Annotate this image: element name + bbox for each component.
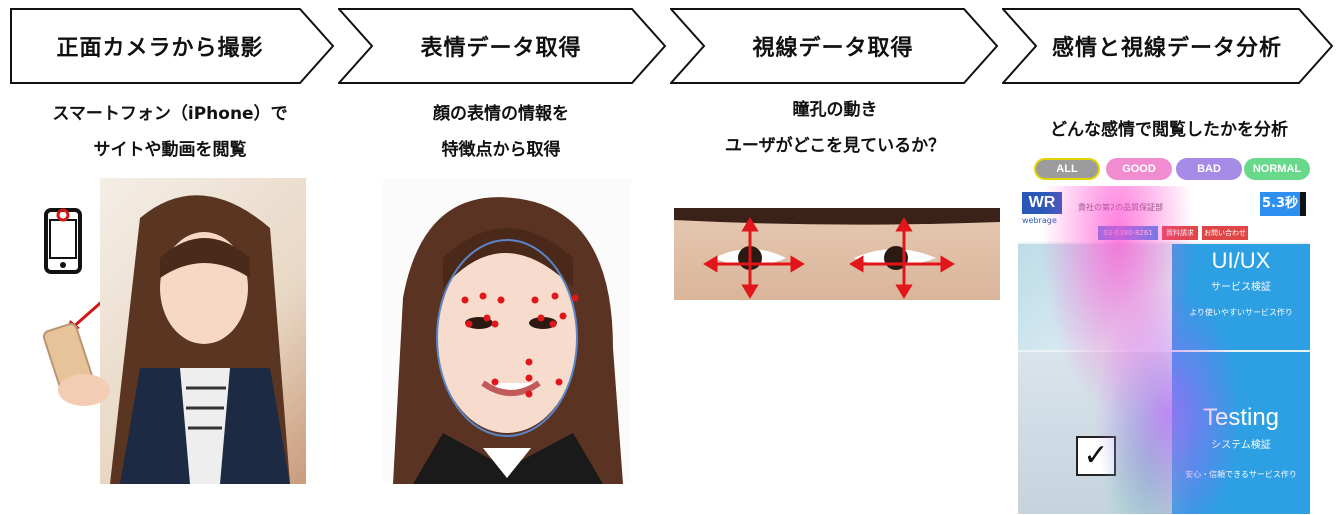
panel-uiux: UI/UX サービス検証 より使いやすいサービス作り — [1172, 244, 1310, 350]
filter-label: GOOD — [1122, 163, 1156, 175]
contact-button[interactable]: お問い合わせ — [1202, 226, 1248, 240]
document-request-button[interactable]: 資料請求 — [1162, 226, 1198, 240]
panel-subtitle: システム検証 — [1211, 440, 1271, 451]
panel-description: より使いやすいサービス作り — [1189, 308, 1293, 317]
panel-uiux-image — [1018, 244, 1172, 350]
chevron-shape — [10, 8, 335, 84]
filter-good-chip[interactable]: GOOD — [1106, 158, 1172, 180]
step-4-description: どんな感情で閲覧したかを分析 — [1004, 112, 1334, 148]
eyes-gaze-photo — [674, 208, 1000, 300]
desc-line: ユーザがどこを見ているか？ — [724, 136, 946, 156]
filter-bad-chip[interactable]: BAD — [1176, 158, 1242, 180]
checkbox-icon: ✓ — [1076, 436, 1116, 476]
desc-line: スマートフォン（iPhone）で — [52, 104, 288, 124]
step-3-description: 瞳孔の動き ユーザがどこを見ているか？ — [670, 92, 1000, 164]
site-tagline: 貴社の第2の品質保証部 — [1078, 203, 1164, 212]
face-landmarks-photo — [383, 178, 631, 484]
smartphone-icon — [44, 208, 82, 274]
filter-label: NORMAL — [1252, 163, 1302, 175]
filter-label: ALL — [1056, 163, 1078, 175]
panel-title: Testing — [1202, 404, 1280, 431]
filter-all-chip[interactable]: ALL — [1034, 158, 1100, 180]
hand-with-phone — [34, 320, 124, 410]
step-2-title: 表情データ取得 — [420, 36, 582, 61]
desc-line: 特徴点から取得 — [441, 140, 561, 160]
webrage-logo: WR — [1022, 192, 1062, 214]
site-header: WR webrage 貴社の第2の品質保証部 5.3秒 03-6380-8261… — [1018, 186, 1310, 242]
logo-text: webrage — [1022, 216, 1057, 225]
step-2-description: 顔の表情の情報を 特徴点から取得 — [338, 96, 664, 168]
panel-description: 安心・信頼できるサービス作り — [1185, 470, 1297, 479]
filter-normal-chip[interactable]: NORMAL — [1244, 158, 1310, 180]
desc-line: サイトや動画を閲覧 — [93, 140, 247, 160]
chevron-shape — [338, 8, 667, 84]
step-1-title: 正面カメラから撮影 — [56, 36, 264, 61]
desc-line: 顔の表情の情報を — [433, 104, 569, 124]
step-2-header: 表情データ取得 — [338, 8, 668, 84]
panel-testing: Testing システム検証 安心・信頼できるサービス作り — [1172, 352, 1310, 514]
user-with-smartphone-photo — [100, 178, 306, 484]
chevron-shape — [1002, 8, 1334, 84]
step-4-title: 感情と視線データ分析 — [1051, 36, 1282, 61]
step-1-description: スマートフォン（iPhone）で サイトや動画を閲覧 — [10, 96, 330, 168]
desc-line: 瞳孔の動き — [792, 100, 878, 120]
step-3-title: 視線データ取得 — [752, 36, 914, 61]
step-3-header: 視線データ取得 — [670, 8, 1000, 84]
panel-title: UI/UX — [1211, 248, 1271, 273]
step-1-header: 正面カメラから撮影 — [10, 8, 336, 84]
panel-subtitle: サービス検証 — [1211, 282, 1271, 293]
step-4-header: 感情と視線データ分析 — [1002, 8, 1335, 84]
phone-button[interactable]: 03-6380-8261 — [1098, 226, 1158, 240]
chevron-shape — [670, 8, 999, 84]
desc-line: どんな感情で閲覧したかを分析 — [1050, 120, 1288, 140]
heatmap-website-screenshot: WR webrage 貴社の第2の品質保証部 5.3秒 03-6380-8261… — [1018, 186, 1310, 514]
filter-label: BAD — [1197, 163, 1221, 175]
panel-testing-image — [1018, 352, 1172, 514]
timer-badge: 5.3秒 — [1260, 192, 1306, 216]
